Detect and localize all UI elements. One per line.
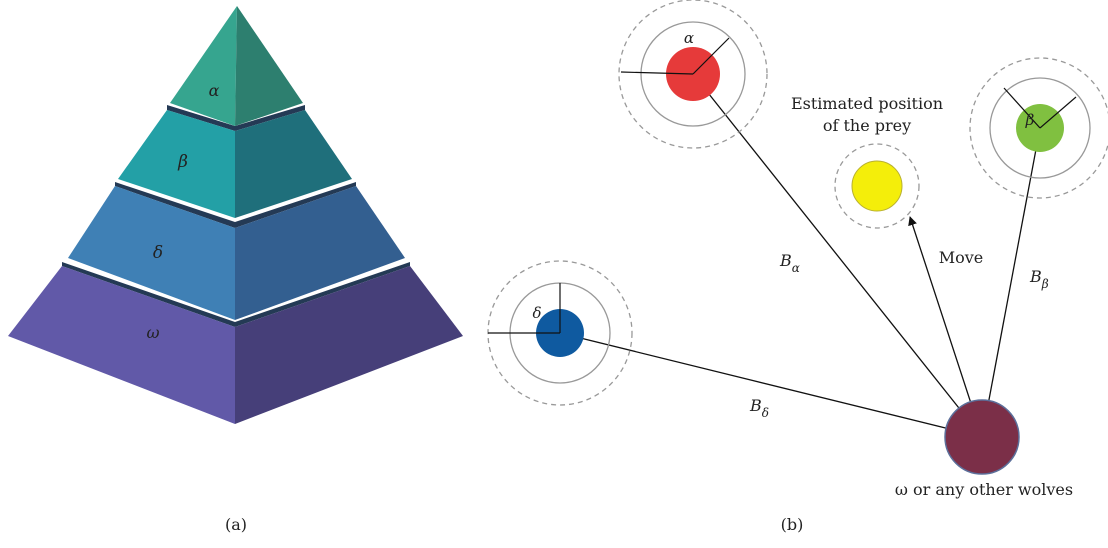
vector-label-b-delta-base: B [749,396,762,415]
alpha-wolf-group: α [618,0,768,149]
delta-label: δ [532,304,541,322]
pyramid-alpha-right-face [235,6,303,126]
vector-label-b-delta: Bδ [749,396,769,420]
pyramid-label-omega: ω [146,323,159,342]
pyramid-delta-right-face [235,186,405,320]
vector-label-b-delta-sub: δ [762,406,769,420]
pyramid: ω δ β α [8,6,463,424]
pyramid-label-alpha: α [209,81,220,100]
pyramid-level-beta: β [118,105,352,218]
alpha-radius-1 [692,37,730,75]
delta-wolf-group: δ [487,260,633,406]
pyramid-alpha-left-face [170,6,237,126]
prey-group: Estimated position of the prey [791,94,943,229]
wolf-position-diagram: α β δ Estimated position of the prey [487,0,1108,499]
vector-b-beta [981,127,1041,438]
pyramid-beta-separator [167,105,305,131]
pyramid-level-alpha: α [170,6,303,126]
vector-label-b-alpha: Bα [779,251,800,275]
prey-label-line1: Estimated position [791,94,943,113]
prey-label-line2: of the prey [823,116,911,135]
vector-b-delta [559,332,983,438]
beta-inner-circle [989,77,1091,179]
pyramid-beta-left-face [118,110,235,218]
move-arrow [908,216,983,438]
alpha-inner-circle [640,21,746,127]
vector-label-b-alpha-sub: α [792,261,800,275]
pyramid-delta-left-face [68,186,235,320]
vector-label-b-beta: Bβ [1029,267,1049,291]
pyramid-omega-left-face [8,266,235,424]
omega-label: ω or any other wolves [895,480,1073,499]
beta-radius-2 [1003,87,1041,129]
beta-wolf-group: β [969,57,1108,199]
caption-b: (b) [781,515,804,534]
beta-label: β [1025,111,1035,129]
vector-label-b-beta-base: B [1029,267,1042,286]
alpha-outer-dashed-circle [618,0,768,149]
vector-label-b-beta-sub: β [1041,277,1049,291]
omega-wolf-group: ω or any other wolves [895,399,1073,499]
omega-wolf [944,399,1020,475]
pyramid-beta-right-face [235,110,352,218]
alpha-label: α [684,29,694,47]
beta-radius-1 [1039,96,1077,129]
pyramid-level-delta: δ [68,182,405,320]
prey [851,160,903,212]
vector-b-alpha [692,73,983,438]
vector-label-b-alpha-base: B [779,251,792,270]
pyramid-label-beta: β [177,152,188,172]
prey-dashed-circle [834,143,920,229]
pyramid-level-omega: ω [8,262,463,424]
move-label: Move [939,248,984,267]
pyramid-omega-right-face [235,266,463,424]
beta-outer-dashed-circle [969,57,1108,199]
pyramid-label-delta: δ [153,243,163,263]
caption-a: (a) [225,515,247,534]
alpha-radius-2 [620,71,694,75]
